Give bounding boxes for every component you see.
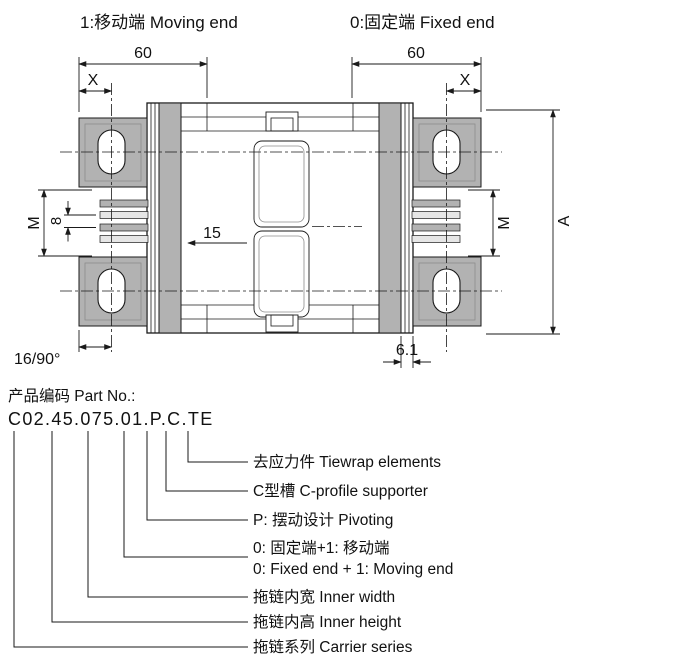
dim-6-1-value: 6.1 [396, 342, 418, 359]
pin [411, 199, 461, 208]
dim-16-90: 16/90° [14, 330, 113, 368]
dim-60-left-value: 60 [134, 45, 152, 62]
cavity-upper-inner [258, 145, 305, 223]
fixed-end-label: 0:固定端 Fixed end [350, 13, 495, 32]
pin [411, 211, 461, 219]
dim-a: A [486, 109, 573, 335]
moving-end-label: 1:移动端 Moving end [80, 13, 238, 32]
clamp-pins-left [99, 199, 149, 243]
bracket-inner-top-left [84, 123, 142, 182]
clamp-pins-right [411, 199, 461, 243]
legend-carrier-series: 拖链系列 Carrier series [253, 638, 413, 656]
cavity-lower [253, 230, 310, 318]
legend-tiewrap: 去应力件 Tiewrap elements [253, 452, 441, 471]
pin [99, 223, 149, 232]
connector-carrier-series [13, 431, 248, 648]
legend-inner-height: 拖链内高 Inner height [253, 613, 402, 631]
dim-60-right-value: 60 [407, 45, 425, 62]
bracket-inner-bottom-right [418, 262, 476, 321]
side-band-left [158, 102, 182, 334]
legend-fixed-moving-en: 0: Fixed end + 1: Moving end [253, 561, 453, 578]
dim-x-left-value: X [88, 72, 99, 89]
centerlines [60, 83, 502, 352]
connector-tiewrap [187, 431, 248, 463]
pin [411, 223, 461, 232]
connector-c-profile [165, 431, 248, 492]
carrier-link-body [146, 102, 414, 334]
pin [99, 235, 149, 243]
bracket-inner-top-right [418, 123, 476, 182]
dim-x-left: X [78, 72, 113, 94]
connector-inner-height [51, 431, 248, 623]
dim-a-value: A [556, 215, 573, 226]
part-no-code: C02.45.075.01.P.C.TE [8, 409, 213, 429]
connector-pivoting [146, 431, 248, 521]
dim-8-value: 8 [48, 217, 65, 225]
legend-inner-width: 拖链内宽 Inner width [253, 588, 395, 606]
dim-m-left: M [26, 189, 92, 257]
dim-60-right: 60 [351, 45, 482, 112]
dim-m-right: M [468, 189, 513, 257]
mounting-brackets [78, 117, 482, 327]
pin [99, 199, 149, 208]
dim-6-1: 6.1 [383, 336, 431, 368]
dim-8: 8 [48, 201, 96, 242]
pin [99, 211, 149, 219]
legend-pivoting: P: 摆动设计 Pivoting [253, 511, 393, 529]
dim-15-value: 15 [203, 225, 221, 242]
side-band-right [378, 102, 402, 334]
legend-fixed-moving-cn: 0: 固定端+1: 移动端 [253, 539, 390, 557]
bracket-inner-bottom-left [84, 262, 142, 321]
dim-16-90-value: 16/90° [14, 351, 60, 368]
cavity-upper [253, 140, 310, 228]
dim-x-right: X [445, 72, 482, 94]
connector-fixed-moving [123, 431, 248, 558]
legend-c-profile: C型槽 C-profile supporter [253, 482, 428, 500]
latch-bottom-inner [270, 314, 294, 327]
dim-m-right-value: M [496, 216, 513, 229]
dim-x-right-value: X [460, 72, 471, 89]
part-no-title: 产品编码 Part No.: [8, 387, 135, 405]
dim-15: 15 [187, 225, 247, 246]
dim-m-left-value: M [26, 216, 43, 229]
part-code-connector-lines [13, 431, 248, 648]
part-code-legend: 去应力件 Tiewrap elements C型槽 C-profile supp… [253, 452, 453, 656]
latch-top-inner [270, 117, 294, 132]
dim-60-left: 60 [78, 45, 208, 112]
cavity-lower-inner [258, 235, 305, 313]
pin [411, 235, 461, 243]
connector-inner-width [87, 431, 248, 598]
